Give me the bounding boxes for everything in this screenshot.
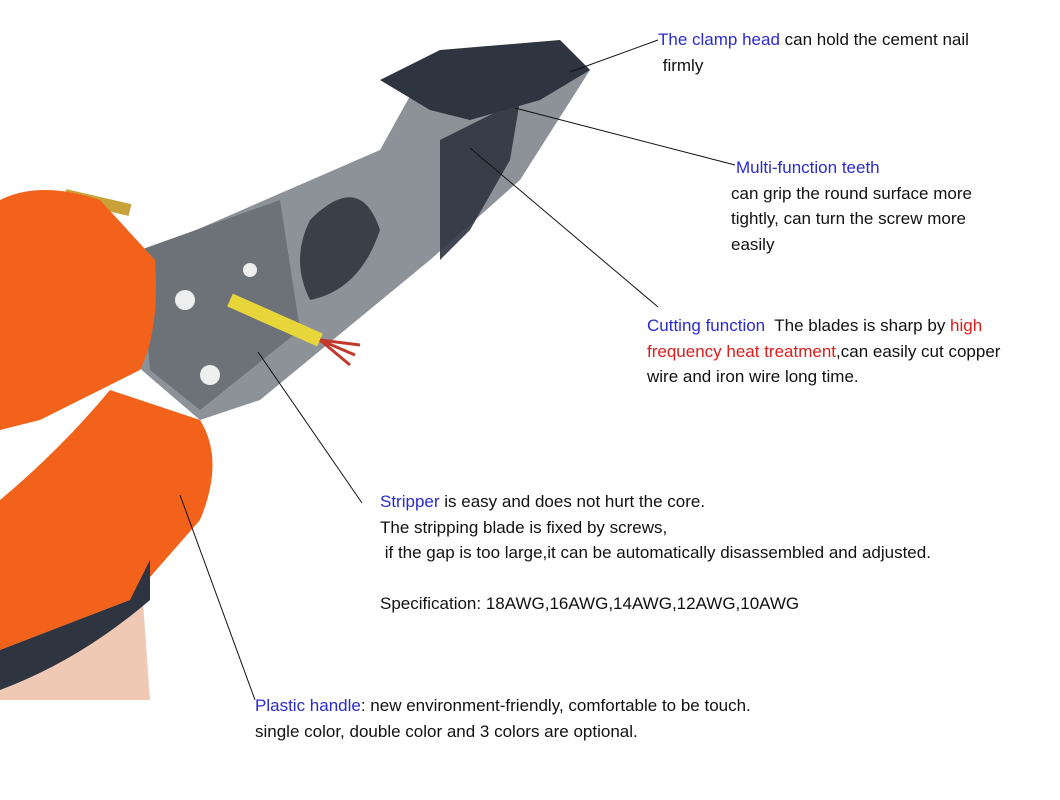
text: ,can easily cut copper [836,341,1001,361]
callout-lines [179,39,736,701]
text: tightly, can turn the screw more [731,209,966,228]
annotation-clamp-head: The clamp head can hold the cement nail … [658,27,969,78]
label-cutting-function: Cutting function [647,316,766,335]
text: : new environment-friendly, comfortable … [360,696,751,715]
annotation-teeth: Multi-function teeth can grip the round … [731,155,972,257]
text: can grip the round surface more [731,183,972,203]
callout-line-teeth [514,107,736,166]
callout-line-handle [179,494,256,701]
screw-hole [200,365,220,385]
label-plastic-handle: Plastic handle [255,696,361,715]
plier-cutter-dark [440,100,520,260]
annotation-cutting: Cutting function The blades is sharp by … [647,313,1000,390]
text: can hold the cement nail [779,30,969,49]
highlight-text: frequency heat treatment [647,341,837,361]
text: The blades is sharp by [765,316,951,335]
specification-text: Specification: 18AWG,16AWG,14AWG,12AWG,1… [380,593,800,613]
label-stripper: Stripper [380,492,440,511]
stripper-section [140,200,300,410]
plier-pivot [300,197,380,300]
text: easily [731,234,775,254]
label-multi-function-teeth: Multi-function teeth [736,158,880,177]
upper-handle [0,190,156,430]
lower-handle [0,390,213,650]
screw-hole [175,290,195,310]
text: The stripping blade is fixed by screws, [380,517,668,537]
annotation-handle: Plastic handle: new environment-friendly… [255,693,751,744]
callout-line-clamp [569,39,659,73]
text: is easy and does not hurt the core. [439,492,706,511]
text: wire and iron wire long time. [647,367,859,386]
text: single color, double color and 3 colors … [255,721,638,741]
wire-insulation [227,293,323,347]
handle-grip-dark [0,560,150,690]
label-clamp-head: The clamp head [658,30,780,49]
screw-hole [243,263,257,277]
callout-line-stripper [257,351,363,504]
plier-jaw-dark [380,40,590,120]
text: if the gap is too large,it can be automa… [380,543,931,562]
annotation-stripper: Stripper is easy and does not hurt the c… [380,489,931,616]
callout-line-cutting [469,147,659,308]
highlight-text: high [950,316,983,335]
copper-strands [319,338,361,367]
text: firmly [658,55,704,75]
